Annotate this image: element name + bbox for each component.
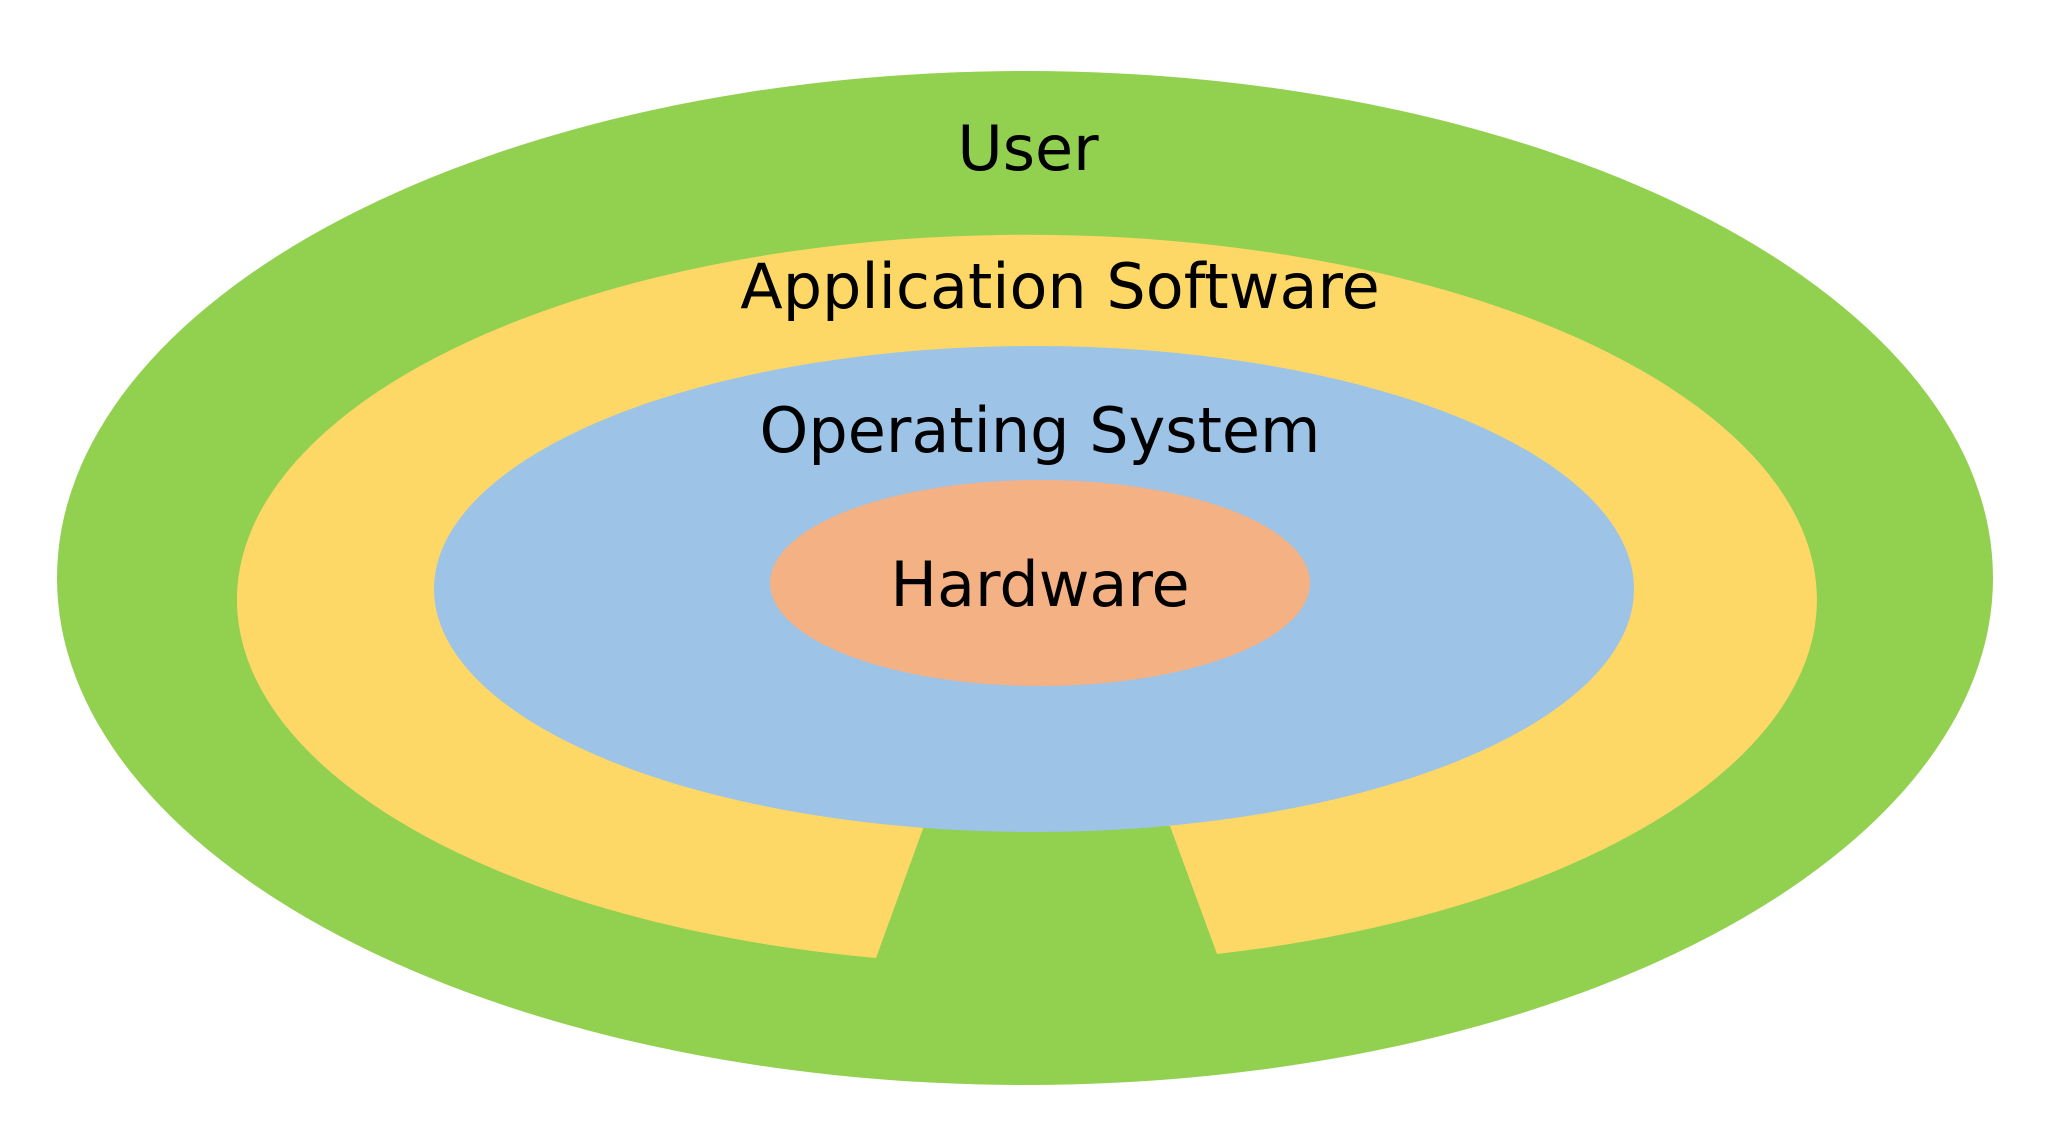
operating-system-layer-label: Operating System bbox=[760, 394, 1321, 467]
user-layer-label: User bbox=[957, 112, 1099, 185]
hardware-layer-label: Hardware bbox=[890, 548, 1189, 621]
hardware-layer-ellipse bbox=[770, 480, 1310, 686]
application-software-layer-label: Application Software bbox=[740, 250, 1379, 323]
